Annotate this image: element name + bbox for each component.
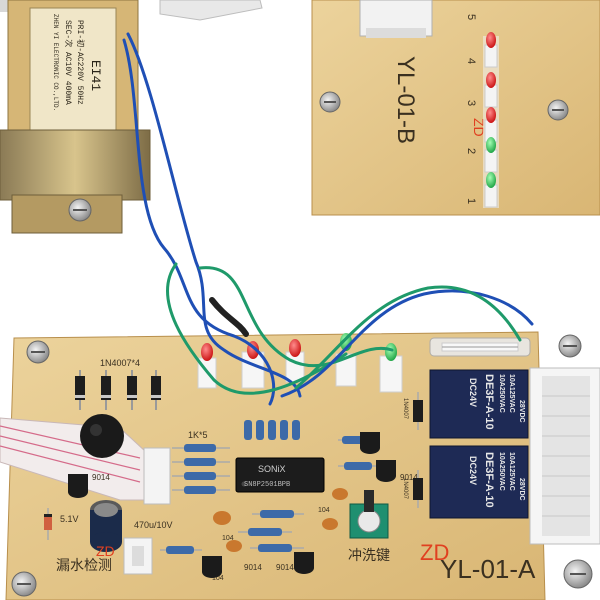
board-yl-01-a: 1N4007*4 1K*5 <box>0 331 600 600</box>
led-green <box>484 172 498 208</box>
diode <box>127 370 137 410</box>
ribbon-connector <box>143 447 171 505</box>
relay-text: 10A125VAC <box>508 452 515 491</box>
transistor-label: 9014 <box>400 473 418 482</box>
transistor-label: 9014 <box>276 563 294 572</box>
ceramic-capacitor <box>332 488 348 500</box>
flush-button-label: 冲洗键 <box>348 547 390 563</box>
small-cap-label: 104 <box>318 507 330 514</box>
zener-label: 5.1V <box>60 514 79 524</box>
capacitor-label: 470u/10V <box>134 520 173 530</box>
transistor <box>360 432 380 454</box>
ceramic-capacitor <box>322 518 338 530</box>
ribbon-cable-top <box>159 0 263 21</box>
chip-brand: SONiX <box>258 464 286 474</box>
fuse <box>429 337 531 357</box>
buzzer <box>80 414 124 458</box>
ceramic-capacitor <box>213 511 231 525</box>
transistor-label: 9014 <box>244 563 262 572</box>
resistor-row-vertical <box>244 420 300 440</box>
diode <box>101 370 111 410</box>
board-a-stamp-left: ZD <box>96 543 115 559</box>
wiring <box>122 32 534 406</box>
transistor-label: 9014 <box>92 473 110 482</box>
chip-part: SN8P2501BPB <box>244 481 290 489</box>
relay: DC24V DE3F-A-10 10A250VAC 10A125VAC 28VD… <box>429 445 529 519</box>
electrolytic-capacitor <box>90 500 122 552</box>
transistor <box>202 556 222 578</box>
small-cap-label: 104 <box>222 535 234 542</box>
resistor-horizontal <box>160 546 202 554</box>
relay-text: 10A250VAC <box>498 452 505 491</box>
microcontroller-chip: SONiX SN8P2501BPB <box>235 457 325 493</box>
relay-text: 10A250VAC <box>498 374 505 413</box>
diode-array-label: 1N4007*4 <box>100 358 140 368</box>
transformer-pri: PRI-初-AC220V 50Hz <box>75 20 86 105</box>
relay-text: DC24V <box>468 378 478 407</box>
side-diode-label: 1N4007 <box>402 398 408 420</box>
resistor-row-horizontal <box>172 444 230 494</box>
leak-detect-label: 漏水检测 <box>56 557 112 573</box>
board-b-label: YL-01-B <box>392 56 419 144</box>
side-diode <box>413 392 423 430</box>
transformer-sec: SEC-次 AC10V 400mA <box>63 20 74 105</box>
resistor-label: 1K*5 <box>188 430 208 440</box>
led-red <box>484 107 498 143</box>
board-a-label: YL-01-A <box>440 554 536 584</box>
relay-text: DE3F-A-10 <box>483 374 495 430</box>
led-number: 3 <box>465 100 477 106</box>
sensor-connector <box>123 537 153 575</box>
resistor-horizontal <box>250 544 304 552</box>
side-diode <box>413 470 423 508</box>
relay-text: DE3F-A-10 <box>483 452 495 508</box>
transformer-model: EI41 <box>88 60 103 91</box>
transistor <box>376 460 396 482</box>
ceramic-capacitor <box>226 540 242 552</box>
relay-text: 28VDC <box>518 478 525 501</box>
led-number: 1 <box>465 198 477 204</box>
relay: DC24V DE3F-A-10 10A250VAC 10A125VAC 28VD… <box>429 369 529 439</box>
zener-diode <box>44 508 52 540</box>
led-red <box>484 72 498 108</box>
resistor-horizontal <box>338 462 380 470</box>
relay-text: 28VDC <box>518 400 525 423</box>
board-a-stamp: ZD <box>420 540 449 565</box>
diode <box>75 370 85 410</box>
transistor <box>68 474 88 498</box>
led-column <box>483 32 499 208</box>
transformer-maker: ZHEN YI ELECTRONIC CO.,LTD. <box>52 14 59 111</box>
board-yl-01-b: YL-01-B ZD 5 4 3 2 1 <box>311 0 600 216</box>
small-cap-label: 104 <box>212 575 224 582</box>
flush-button <box>349 490 389 539</box>
output-connector <box>529 367 600 545</box>
diode <box>151 370 161 410</box>
transformer: EI41 PRI-初-AC220V 50Hz SEC-次 AC10V 400mA… <box>0 0 263 234</box>
relay-text: 10A125VAC <box>508 374 515 413</box>
led-number: 4 <box>465 58 477 64</box>
diode-array <box>75 370 161 410</box>
side-diode-label: 1N4007 <box>402 478 408 500</box>
led-red <box>484 32 498 68</box>
resistor-horizontal <box>252 510 304 518</box>
led-number: 5 <box>465 14 477 20</box>
resistor-horizontal <box>238 528 292 536</box>
led-number: 2 <box>465 148 477 154</box>
transistor <box>294 552 314 574</box>
relay-text: DC24V <box>468 456 478 485</box>
led-green <box>484 137 498 173</box>
